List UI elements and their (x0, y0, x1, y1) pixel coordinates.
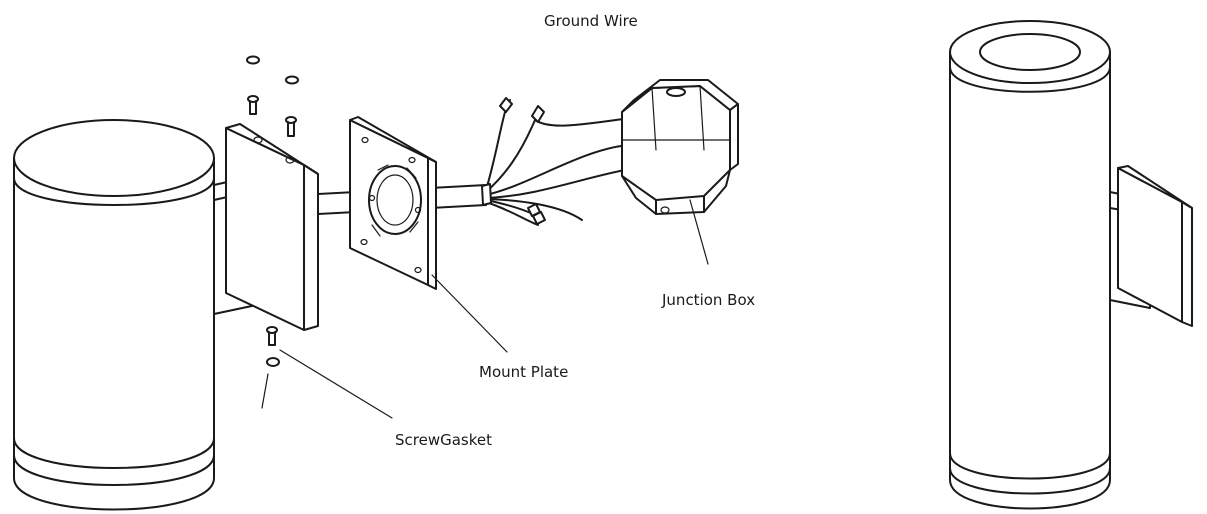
mount-plate-part (349, 116, 437, 290)
screw-gasket-part (261, 326, 280, 409)
light-cylinder-left (13, 119, 215, 511)
wires (481, 97, 637, 226)
leader-lines (279, 274, 508, 419)
junction-box-label: Junction Box (661, 291, 755, 309)
assembled-fixture (949, 20, 1193, 510)
screw-gasket-label: ScrewGasket (395, 431, 492, 449)
mount-plate-label: Mount Plate (479, 363, 568, 381)
exploded-fixture (13, 55, 739, 511)
back-plate (225, 123, 319, 331)
ground-wire-label: Ground Wire (544, 12, 638, 30)
junction-box-part (621, 79, 739, 265)
screws-top (246, 55, 299, 137)
